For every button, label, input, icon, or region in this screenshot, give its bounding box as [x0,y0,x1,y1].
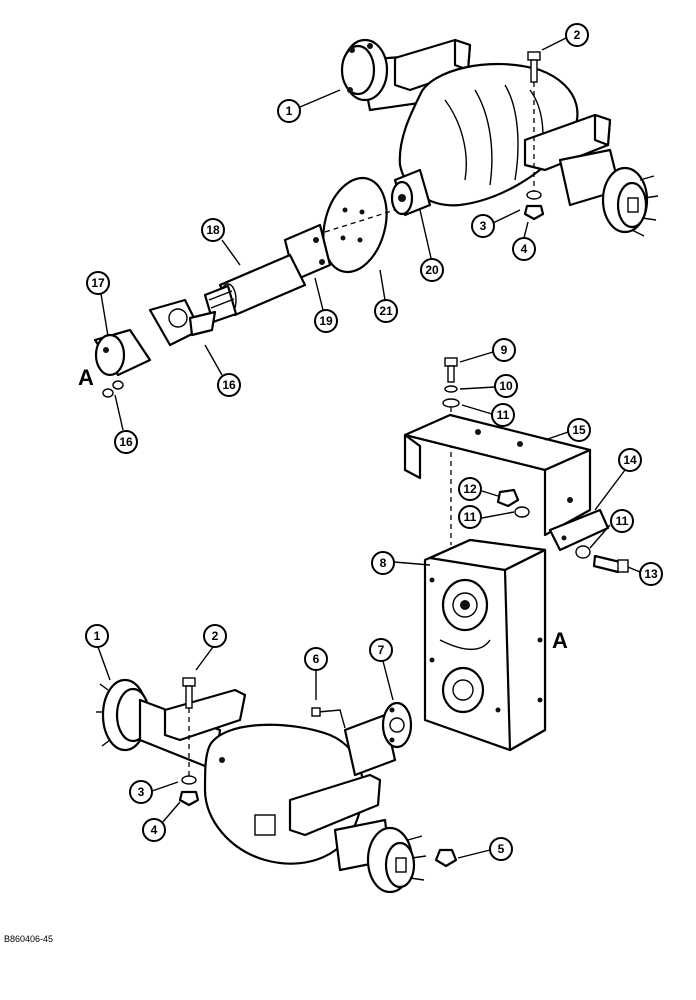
callout-16-left: 16 [114,430,138,454]
svg-text:11: 11 [497,408,510,422]
callout-1-top: 1 [277,99,301,123]
svg-text:11: 11 [464,510,477,524]
callout-11-middle: 11 [458,505,482,529]
callout-5: 5 [489,837,513,861]
svg-text:8: 8 [380,556,387,570]
callout-4-bottom: 4 [142,818,166,842]
callout-13: 13 [639,562,663,586]
callout-2-bottom: 2 [203,624,227,648]
svg-text:4: 4 [151,823,158,837]
bottom-axle-assembly [96,677,458,894]
callout-10: 10 [494,374,518,398]
svg-text:3: 3 [138,785,145,799]
svg-text:4: 4 [521,242,528,256]
drive-shaft-assembly [93,223,332,398]
svg-text:3: 3 [480,219,487,233]
callout-14: 14 [618,448,642,472]
transfer-gearbox-assembly [403,357,629,752]
svg-text:21: 21 [379,304,393,318]
svg-text:16: 16 [222,378,236,392]
callout-21: 21 [374,299,398,323]
callout-12: 12 [458,477,482,501]
svg-text:1: 1 [94,629,101,643]
svg-text:7: 7 [378,643,385,657]
svg-text:12: 12 [463,482,477,496]
svg-text:2: 2 [574,28,581,42]
svg-text:6: 6 [313,652,320,666]
svg-text:1: 1 [286,104,293,118]
svg-text:5: 5 [498,842,505,856]
callout-16-right: 16 [217,373,241,397]
svg-text:18: 18 [206,223,220,237]
svg-text:15: 15 [572,423,586,437]
svg-text:14: 14 [623,453,637,467]
coupling-disk-21 [322,176,396,274]
callout-19: 19 [314,309,338,333]
callout-11-top: 11 [491,403,515,427]
svg-text:20: 20 [425,263,439,277]
svg-text:16: 16 [119,435,133,449]
callout-18: 18 [201,218,225,242]
callout-2-top: 2 [565,23,589,47]
callout-20: 20 [420,258,444,282]
callout-4-top: 4 [512,237,536,261]
callout-8: 8 [371,551,395,575]
figure-id: B860406-45 [4,934,53,944]
callout-9: 9 [492,338,516,362]
svg-text:2: 2 [212,629,219,643]
callout-11-right: 11 [610,509,634,533]
callout-15: 15 [567,418,591,442]
callout-3-top: 3 [471,214,495,238]
view-label-a-right: A [552,628,568,653]
top-axle-assembly [340,38,659,237]
callout-17: 17 [86,271,110,295]
leader-lines [97,37,641,859]
callout-7: 7 [369,638,393,662]
callout-6: 6 [304,647,328,671]
svg-text:10: 10 [499,379,513,393]
callout-3-bottom: 3 [129,780,153,804]
callout-1-bottom: 1 [85,624,109,648]
view-label-a-left: A [78,365,94,390]
svg-text:11: 11 [616,514,629,528]
svg-text:17: 17 [91,276,105,290]
svg-text:13: 13 [644,567,658,581]
svg-text:19: 19 [319,314,333,328]
svg-text:9: 9 [501,343,508,357]
